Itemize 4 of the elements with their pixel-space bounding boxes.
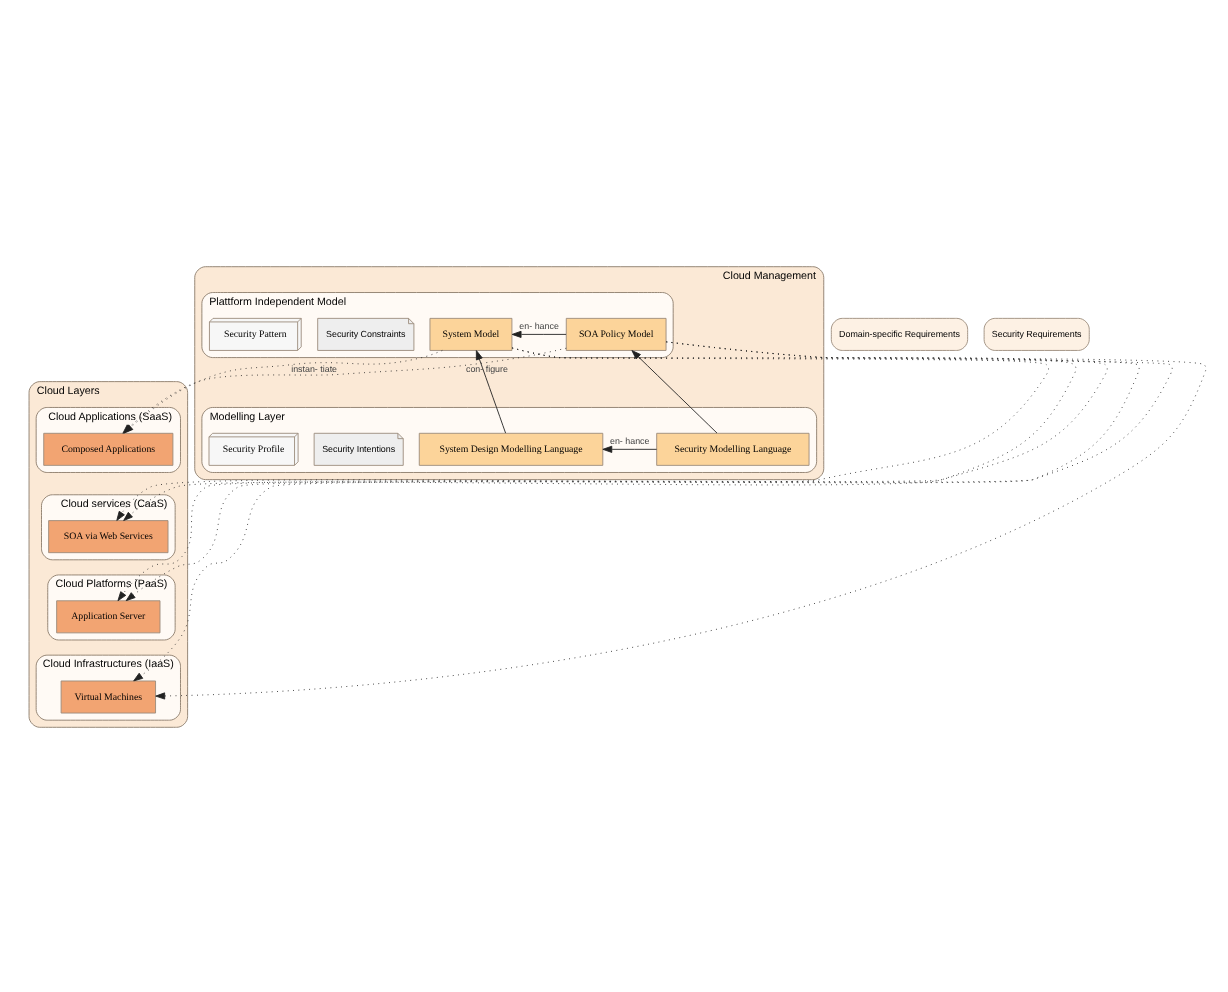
arrow (511, 329, 567, 337)
arrow (631, 349, 718, 433)
arrow (602, 444, 658, 452)
arrow (475, 349, 507, 433)
